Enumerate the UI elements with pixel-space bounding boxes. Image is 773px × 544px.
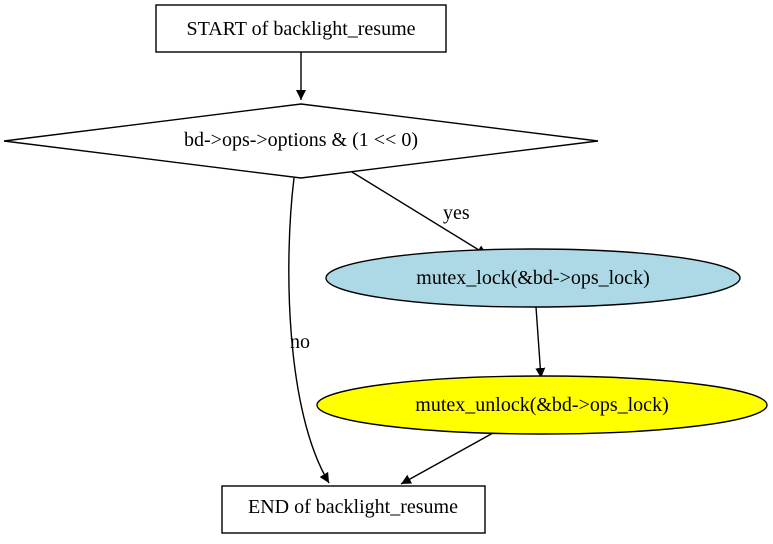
edges (288, 52, 546, 485)
edge-label-no: no (290, 331, 310, 353)
mutex-lock-node-label: mutex_lock(&bd->ops_lock) (416, 267, 649, 289)
mutex-unlock-node-label: mutex_unlock(&bd->ops_lock) (415, 394, 668, 416)
end-node-label: END of backlight_resume (248, 496, 458, 518)
start-node-label: START of backlight_resume (186, 18, 415, 40)
condition-node-label: bd->ops->options & (1 << 0) (184, 129, 418, 151)
edge-label-yes: yes (443, 202, 470, 224)
end-node: END of backlight_resume (221, 485, 486, 534)
mutex-unlock-node: mutex_unlock(&bd->ops_lock) (316, 375, 768, 435)
edge-unlock-to-end (400, 432, 494, 485)
mutex-lock-node: mutex_lock(&bd->ops_lock) (325, 248, 741, 308)
edge-condition-no (288, 177, 330, 484)
edge-condition-yes (351, 171, 488, 256)
edge-lock-to-unlock (535, 306, 546, 379)
condition-node: bd->ops->options & (1 << 0) (3, 103, 599, 179)
start-node: START of backlight_resume (155, 4, 447, 53)
